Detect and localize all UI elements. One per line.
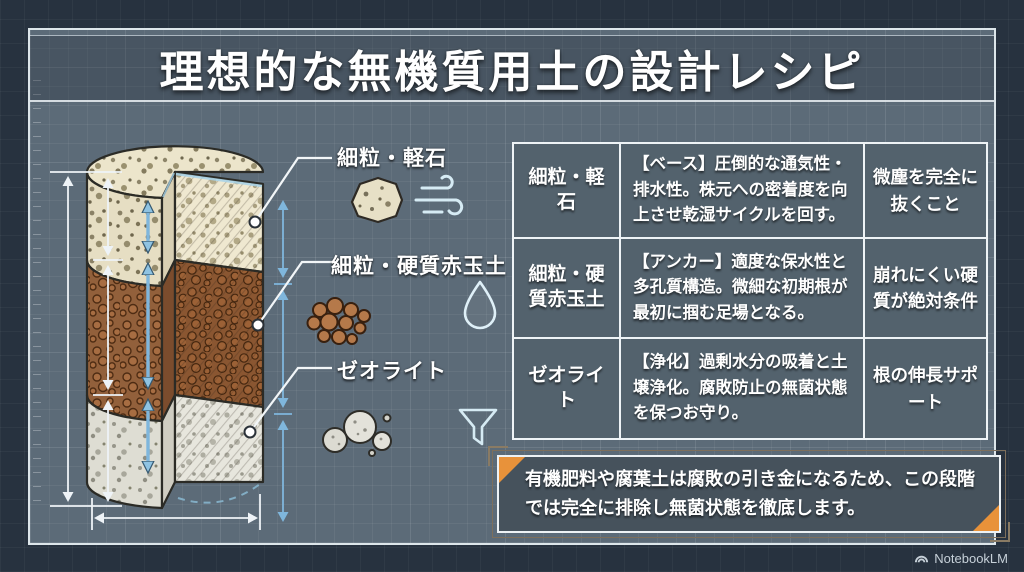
callout-lines	[243, 156, 332, 439]
watermark: NotebookLM	[914, 551, 1008, 566]
layer-label-pumice: 細粒・軽石	[337, 147, 447, 170]
warning-corner-accent	[990, 522, 1010, 542]
akadama-granules-icon	[306, 297, 371, 345]
page-title: 理想的な無機質用土の設計レシピ	[159, 48, 865, 97]
table-cell-note: 微塵を完全に抜くこと	[864, 143, 987, 238]
warning-box-inner: 有機肥料や腐葉土は腐敗の引き金になるため、この段階では完全に排除し無菌状態を徹底…	[497, 455, 1001, 533]
warning-box: 有機肥料や腐葉土は腐敗の引き金になるため、この段階では完全に排除し無菌状態を徹底…	[488, 446, 1010, 542]
table-cell-name: 細粒・軽石	[513, 143, 620, 238]
water-drop-icon	[463, 280, 497, 330]
layer-label-akadama: 細粒・硬質赤玉土	[331, 255, 507, 278]
table-cell-name: ゼオライト	[513, 338, 620, 439]
spec-table: 細粒・軽石 【ベース】圧倒的な通気性・排水性。株元への密着度を向上させ乾湿サイク…	[512, 142, 988, 440]
airflow-icon	[414, 174, 464, 216]
warning-corner-accent	[488, 446, 508, 466]
dimension-lines-white	[50, 171, 261, 530]
ruler-ticks	[33, 80, 41, 503]
table-cell-note: 崩れにくい硬質が絶対条件	[864, 238, 987, 338]
watermark-label: NotebookLM	[934, 551, 1008, 566]
table-cell-description: 【浄化】過剰水分の吸着と土壌浄化。腐敗防止の無菌状態を保つお守り。	[620, 338, 864, 439]
table-cell-description: 【アンカー】適度な保水性と多孔質構造。微細な初期根が最初に掴む足場となる。	[620, 238, 864, 338]
dimension-lines-blue	[274, 200, 292, 522]
zeolite-stones-icon	[322, 410, 392, 457]
funnel-icon	[458, 408, 498, 446]
table-cell-description: 【ベース】圧倒的な通気性・排水性。株元への密着度を向上させ乾湿サイクルを回す。	[620, 143, 864, 238]
table-cell-note: 根の伸長サポート	[864, 338, 987, 439]
title-banner: 理想的な無機質用土の設計レシピ	[30, 35, 994, 102]
soil-cylinder	[85, 145, 265, 510]
soil-column-diagram	[50, 145, 498, 530]
notebooklm-icon	[915, 555, 929, 563]
layer-label-zeolite: ゼオライト	[337, 360, 447, 383]
table-cell-name: 細粒・硬質赤玉土	[513, 238, 620, 338]
pumice-chunk-icon	[350, 176, 404, 224]
warning-text: 有機肥料や腐葉土は腐敗の引き金になるため、この段階では完全に排除し無菌状態を徹底…	[525, 469, 975, 518]
